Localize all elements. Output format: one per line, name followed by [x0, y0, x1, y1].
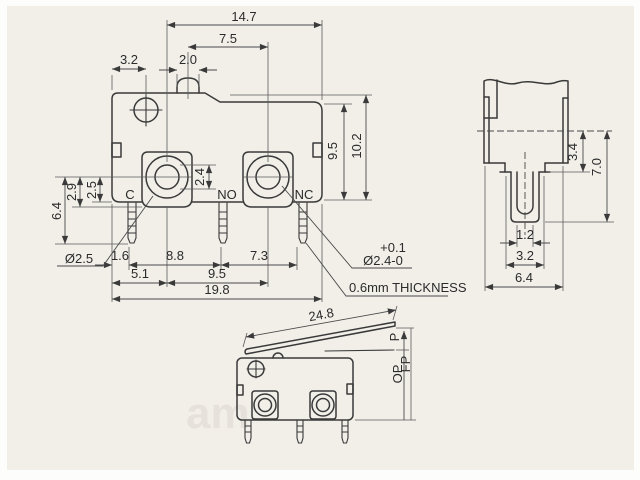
- callout-thickness-text: 0.6mm THICKNESS: [349, 280, 467, 295]
- watermark-fragment: am: [186, 389, 250, 438]
- callout-thickness: 0.6mm THICKNESS: [305, 242, 467, 297]
- callout-hole-diameter: Ø2.5: [57, 195, 154, 267]
- side-dimension-lines: [485, 131, 611, 291]
- lever-right-notch: [346, 383, 354, 395]
- position-reference: P OP FP: [355, 327, 416, 421]
- lever-leg-no: [296, 419, 304, 444]
- callout-terminal-hole-tol: +0.1: [380, 240, 406, 255]
- dim-height-total: 10.2: [349, 133, 364, 158]
- dim-height-inner: 9.5: [325, 142, 340, 160]
- dim-c-to-nc: 9.5: [208, 266, 226, 281]
- lever-left-notch: [236, 384, 244, 396]
- dim-left-outer: 2.9: [64, 183, 79, 201]
- label-operating-position: OP: [390, 365, 405, 384]
- dim-edge-to-leg: 1.6: [111, 248, 129, 263]
- terminal-leg-nc: [298, 202, 308, 244]
- dim-rivet-hole: 2.4: [192, 168, 207, 186]
- side-extension-lines: [484, 166, 614, 291]
- left-notch: [111, 142, 122, 158]
- dim-datum-to-tip: 7.0: [589, 158, 604, 176]
- lever-view: 24.8 P OP FP: [236, 305, 416, 444]
- callout-terminal-hole: +0.1 Ø2.4-0: [281, 185, 412, 269]
- dim-body-width: 6.4: [515, 270, 533, 285]
- front-view: C NO NC: [49, 9, 467, 303]
- lever-arm: [244, 321, 396, 355]
- dim-terminal-width: 3.2: [516, 248, 534, 263]
- label-terminal-no: NO: [217, 187, 237, 202]
- dim-left-inner: 2.5: [84, 181, 99, 199]
- dim-leg-c-no: 8.8: [166, 248, 184, 263]
- callout-terminal-hole-text: Ø2.4-0: [363, 253, 403, 268]
- switch-body-front: [111, 92, 323, 203]
- dim-left-total: 6.4: [49, 202, 64, 220]
- dim-button-to-nc: 7.5: [219, 31, 237, 46]
- lever-pivot-rivet: [272, 352, 284, 359]
- front-dimension-lines: [61, 21, 370, 303]
- dim-slot-width: 1.2: [516, 227, 534, 242]
- label-free-position: FP: [398, 356, 413, 373]
- callout-hole-diameter-text: Ø2.5: [65, 251, 93, 266]
- dim-button-width: 2.0: [179, 52, 197, 67]
- dim-hole-offset: 3.2: [120, 52, 138, 67]
- lever-leg-c: [244, 419, 252, 444]
- side-terminal-leg: [499, 152, 551, 235]
- side-rails: [483, 96, 569, 164]
- dim-bottom-total: 19.8: [204, 282, 229, 297]
- terminal-leg-no: [218, 202, 228, 244]
- lever-operating-position-line: [324, 349, 395, 352]
- dim-datum-to-base: 3.4: [565, 143, 580, 161]
- dim-lever-length: 24.8: [307, 305, 335, 324]
- dim-top-total: 14.7: [231, 9, 256, 24]
- dim-leg-no-nc: 7.3: [250, 248, 268, 263]
- right-notch: [312, 142, 323, 158]
- dim-edge-to-c: 5.1: [131, 266, 149, 281]
- lever-leg-nc: [341, 419, 349, 444]
- lever-rivet-boss-2: [309, 390, 337, 420]
- front-extension-lines: [55, 20, 372, 302]
- label-terminal-nc: NC: [295, 187, 314, 202]
- side-view: 3.4 7.0 1.2 3.2 6.4: [477, 79, 614, 291]
- label-terminal-c: C: [125, 187, 134, 202]
- lever-rivet-boss-1: [251, 390, 279, 420]
- label-pretravel: P: [387, 333, 402, 342]
- lever-dimension: 24.8: [242, 305, 398, 348]
- terminal-leg-c: [127, 202, 137, 244]
- side-button-edge: [483, 79, 498, 119]
